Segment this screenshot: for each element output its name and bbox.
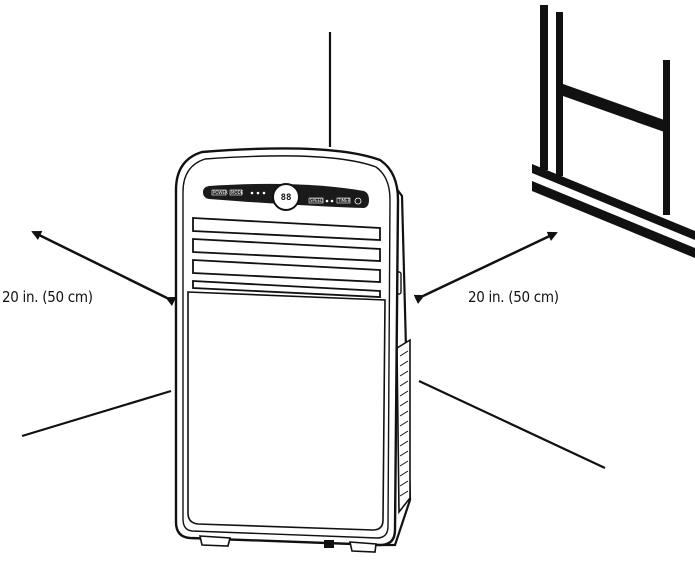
- unit-front-inner-border: [182, 155, 391, 539]
- panel-display: [272, 183, 300, 211]
- panel-button-label-power: POWER: [213, 190, 228, 195]
- caster-front-left: [198, 535, 232, 547]
- panel-power-indicator: [354, 197, 362, 205]
- window-frame-outer-vertical: [540, 5, 548, 170]
- panel-button-power: [211, 189, 227, 196]
- clearance-label-left: 20 in. (50 cm): [2, 288, 93, 306]
- panel-button-speed: [308, 197, 324, 204]
- window-sill-upper: [532, 164, 695, 240]
- floor-line-left: [21, 389, 172, 438]
- louver-1: [192, 217, 381, 241]
- clearance-arrow-right: [413, 231, 558, 304]
- floor-line-right: [418, 380, 606, 469]
- window-frame-inner-vertical: [556, 12, 563, 176]
- front-lower-panel: [187, 291, 386, 531]
- clearance-label-right: 20 in. (50 cm): [468, 288, 559, 306]
- louver-4: [192, 280, 381, 298]
- window-sash-rail: [563, 84, 670, 134]
- panel-button-mode: [229, 189, 243, 196]
- panel-indicator: [262, 191, 266, 195]
- louver-3: [192, 259, 381, 283]
- air-conditioner: 88 POWER MODE SPEED TIMER: [174, 147, 412, 553]
- panel-button-label-timer: TIMER: [337, 198, 351, 203]
- window-right-stile: [663, 60, 670, 215]
- panel-button-timer: [336, 197, 351, 204]
- panel-indicator: [330, 199, 334, 203]
- caster-front-center: [324, 540, 334, 548]
- window-sill-lower: [532, 181, 695, 258]
- side-intake-grille: [396, 338, 411, 515]
- clearance-arrow-left: [31, 230, 177, 307]
- panel-display-readout: 88: [281, 193, 292, 203]
- panel-indicator: [325, 199, 329, 203]
- panel-button-label-speed: SPEED: [310, 198, 323, 203]
- panel-indicator: [250, 191, 254, 195]
- window: [532, 5, 695, 258]
- panel-indicator: [256, 191, 260, 195]
- panel-button-label-mode: MODE: [231, 190, 244, 195]
- caster-front-right: [348, 541, 377, 553]
- louver-2: [192, 238, 381, 262]
